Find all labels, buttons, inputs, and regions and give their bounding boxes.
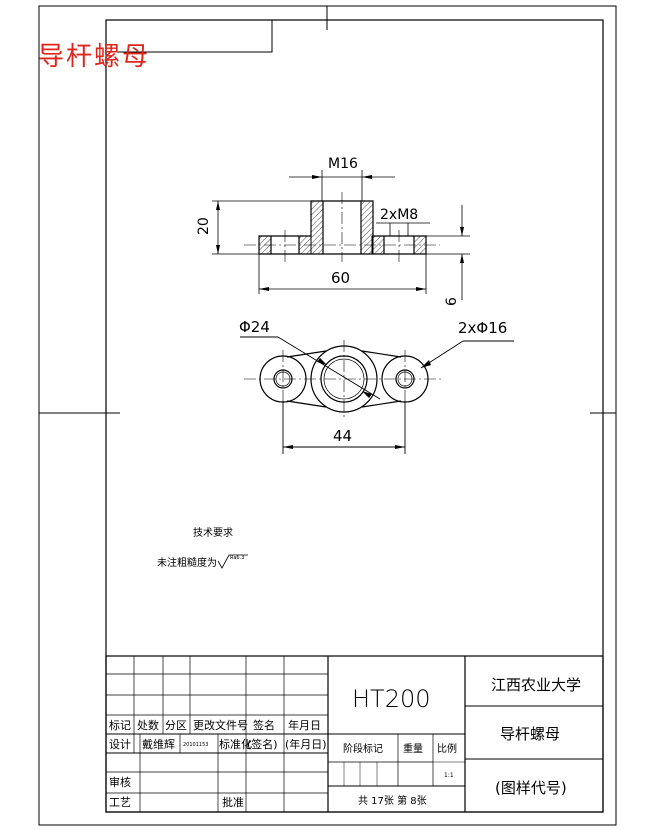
label-approve: 批准	[222, 795, 244, 809]
dim-dia24: Φ24	[239, 318, 270, 336]
dim-m16: M16	[328, 156, 358, 172]
label-scale: 比例	[437, 742, 457, 755]
label-stage-mark: 阶段标记	[343, 742, 383, 755]
section-view: M16 2xM8 20 60 6	[196, 156, 470, 306]
technical-notes: 技术要求 未注粗糙度为 Ra6.3	[157, 526, 248, 569]
dim-60: 60	[331, 269, 350, 287]
sheet-count: 共 17张 第 8张	[358, 794, 427, 807]
label-review: 审核	[109, 775, 131, 789]
dim-2xm8: 2xM8	[380, 207, 418, 223]
label-design: 设计	[109, 738, 131, 751]
title-block-text: HT200 江西农业大学 导杆螺母 (图样代号) 标记 处数 分区 更改文件号 …	[109, 676, 581, 809]
designer-name: 戴维辉	[142, 737, 175, 751]
material: HT200	[352, 685, 431, 713]
label-standardize: 标准化	[219, 737, 252, 751]
title-block	[105, 655, 604, 813]
label-signature: 签名	[253, 718, 275, 732]
notes-roughness: 未注粗糙度为	[157, 556, 217, 569]
design-date: 20101153	[183, 742, 208, 748]
university: 江西农业大学	[491, 676, 581, 694]
part-name: 导杆螺母	[500, 725, 560, 743]
label-change-doc: 更改文件号	[193, 718, 248, 732]
label-zone: 分区	[165, 719, 187, 732]
drawing-code: (图样代号)	[495, 779, 567, 797]
label-date-paren: (年月日)	[285, 737, 327, 751]
notes-title: 技术要求	[193, 526, 233, 539]
label-date: 年月日	[288, 718, 321, 732]
scale-value: 1:1	[444, 772, 454, 779]
red-title: 导杆螺母	[38, 42, 150, 72]
label-mark: 标记	[109, 718, 131, 732]
label-process: 工艺	[109, 796, 131, 809]
roughness-value: Ra6.3	[230, 555, 244, 561]
label-sign-name: (签名)	[247, 737, 278, 751]
dim-20: 20	[196, 217, 212, 235]
label-count: 处数	[137, 719, 159, 732]
dim-44: 44	[333, 427, 352, 445]
roughness-symbol-icon	[217, 554, 248, 569]
label-weight: 重量	[403, 742, 423, 755]
top-view: Φ24 2xΦ16 44	[239, 318, 514, 454]
dim-2xdia16: 2xΦ16	[458, 319, 507, 337]
dim-6: 6	[444, 297, 460, 306]
